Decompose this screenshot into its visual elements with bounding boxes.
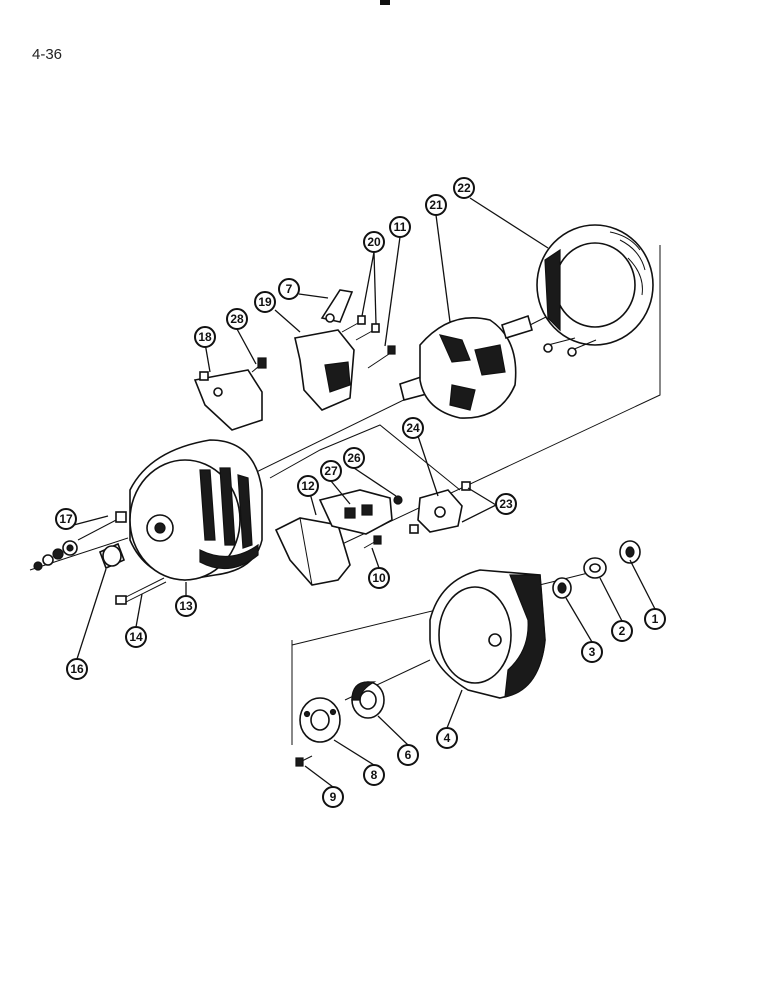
pulley-hardware <box>552 540 641 599</box>
svg-text:28: 28 <box>230 312 244 326</box>
callout-3: 3 <box>581 641 603 663</box>
callout-6: 6 <box>397 744 419 766</box>
svg-text:19: 19 <box>258 295 272 309</box>
callout-28: 28 <box>226 308 248 330</box>
callout-26: 26 <box>343 447 365 469</box>
retainer-screw <box>295 755 313 767</box>
capacitor-bracket <box>193 369 263 431</box>
page-number: 4-36 <box>32 46 63 63</box>
drive-end-frame <box>429 569 546 699</box>
svg-text:24: 24 <box>406 421 420 435</box>
rectifier-bridge <box>409 481 471 534</box>
callout-1: 1 <box>644 608 666 630</box>
svg-text:16: 16 <box>70 662 84 676</box>
callout-19: 19 <box>254 291 276 313</box>
through-bolt <box>115 577 167 605</box>
svg-text:3: 3 <box>589 645 596 659</box>
callout-4: 4 <box>436 727 458 749</box>
callout-22: 22 <box>453 177 475 199</box>
svg-text:10: 10 <box>372 571 386 585</box>
callout-14: 14 <box>125 626 147 648</box>
svg-text:14: 14 <box>129 630 143 644</box>
svg-text:6: 6 <box>405 748 412 762</box>
callout-23: 23 <box>495 493 517 515</box>
svg-text:18: 18 <box>198 330 212 344</box>
svg-text:11: 11 <box>394 220 407 234</box>
svg-text:4: 4 <box>444 731 451 745</box>
svg-text:7: 7 <box>286 282 293 296</box>
callout-17: 17 <box>55 508 77 530</box>
brush-holder <box>318 489 403 535</box>
svg-text:26: 26 <box>347 451 361 465</box>
svg-text:12: 12 <box>301 479 315 493</box>
screw-11 <box>367 345 396 369</box>
callout-8: 8 <box>363 764 385 786</box>
callout-16: 16 <box>66 658 88 680</box>
callout-2: 2 <box>611 620 633 642</box>
callout-21: 21 <box>425 194 447 216</box>
svg-text:21: 21 <box>429 198 443 212</box>
slip-ring-end-frame <box>129 439 263 581</box>
bushing <box>98 542 126 570</box>
svg-text:23: 23 <box>499 497 513 511</box>
callout-9: 9 <box>322 786 344 808</box>
bearing-retainer <box>299 697 341 743</box>
svg-text:20: 20 <box>367 235 381 249</box>
svg-text:22: 22 <box>457 181 471 195</box>
callout-13: 13 <box>175 595 197 617</box>
svg-text:1: 1 <box>652 612 659 626</box>
svg-text:2: 2 <box>619 624 626 638</box>
terminal-hardware <box>33 511 127 571</box>
callout-7: 7 <box>278 278 300 300</box>
top-edge-mark <box>380 0 390 5</box>
svg-text:8: 8 <box>371 768 378 782</box>
terminal-strap <box>320 289 354 323</box>
callout-20: 20 <box>363 231 385 253</box>
drive-end-bearing <box>351 681 385 719</box>
callout-18: 18 <box>194 326 216 348</box>
svg-text:27: 27 <box>324 464 338 478</box>
screws-20 <box>341 315 380 341</box>
callout-12: 12 <box>297 475 319 497</box>
callout-27: 27 <box>320 460 342 482</box>
svg-text:9: 9 <box>330 790 337 804</box>
svg-text:13: 13 <box>179 599 193 613</box>
callout-10: 10 <box>368 567 390 589</box>
regulator-cover <box>274 517 351 586</box>
rotor <box>399 314 533 419</box>
callout-24: 24 <box>402 417 424 439</box>
svg-text:17: 17 <box>59 512 73 526</box>
screw-10 <box>363 535 382 549</box>
regulator-bracket <box>294 329 355 411</box>
callout-11: 11 <box>389 216 411 238</box>
stator <box>536 224 654 357</box>
screw-28 <box>251 357 267 373</box>
